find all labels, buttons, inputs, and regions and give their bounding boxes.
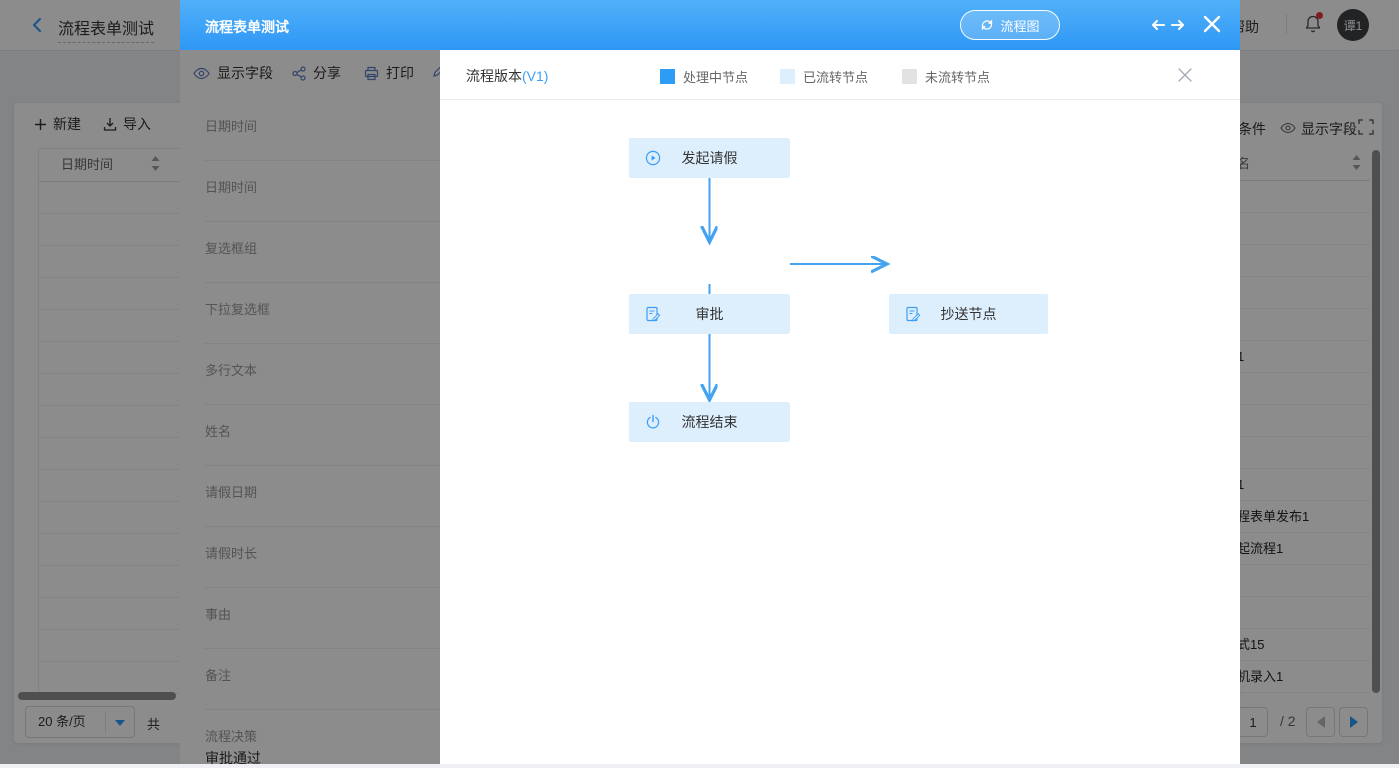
flowchart-canvas: 发起请假 审批 抄送节点 流程结束: [440, 100, 1240, 764]
flow-node-start: 发起请假: [629, 138, 790, 178]
field-label: 日期时间: [205, 180, 258, 195]
flowchart-icon: [982, 20, 993, 30]
print-icon: [364, 66, 379, 80]
flow-node-end: 流程结束: [629, 402, 790, 442]
power-icon: [645, 414, 661, 433]
total-pages-label: / 2: [1280, 713, 1296, 729]
close-icon[interactable]: [1202, 14, 1222, 39]
play-circle-icon: [645, 150, 661, 169]
show-fields-label[interactable]: 显示字段: [1301, 121, 1357, 137]
flowchart-button[interactable]: 流程图: [960, 10, 1060, 40]
close-icon[interactable]: [1176, 66, 1194, 89]
table-row[interactable]: [1237, 213, 1370, 245]
show-fields-button[interactable]: 显示字段: [193, 63, 273, 83]
share-button[interactable]: 分享: [292, 63, 341, 83]
new-button[interactable]: 新建: [34, 114, 81, 134]
document-edit-icon: [905, 306, 921, 325]
avatar[interactable]: 谭1: [1337, 9, 1369, 41]
back-icon[interactable]: [28, 16, 46, 39]
notification-badge: [1316, 12, 1323, 19]
prev-page-button[interactable]: [1306, 707, 1335, 737]
flowchart-panel: 流程版本(V1) 处理中节点 已流转节点 未流转节点: [440, 50, 1240, 764]
table-row[interactable]: 式15: [1237, 629, 1370, 661]
filter-conditions-label[interactable]: 条件: [1238, 121, 1266, 137]
table-row[interactable]: [1237, 181, 1370, 213]
next-page-button[interactable]: [1339, 707, 1368, 737]
legend-color-pending: [902, 69, 917, 84]
field-label: 姓名: [205, 424, 232, 439]
fullscreen-icon[interactable]: [1358, 119, 1374, 140]
legend-color-passed: [780, 69, 795, 84]
flow-node-cc: 抄送节点: [889, 294, 1048, 334]
field-label: 请假时长: [205, 546, 258, 561]
chevron-down-icon: [115, 720, 125, 726]
modal-header: 流程表单测试 流程图: [180, 0, 1240, 50]
table-row[interactable]: 1: [1237, 469, 1370, 501]
table-row[interactable]: [1237, 437, 1370, 469]
nav-divider: [1286, 14, 1287, 34]
print-button[interactable]: 打印: [364, 63, 414, 83]
page-size-select[interactable]: 20 条/页: [25, 706, 135, 738]
table-row[interactable]: [1237, 565, 1370, 597]
table-row[interactable]: [1237, 373, 1370, 405]
column-header-name: 名: [1237, 156, 1251, 171]
table-row[interactable]: [1237, 245, 1370, 277]
field-value: 审批通过: [205, 750, 261, 766]
flow-node-approve: 审批: [629, 294, 790, 334]
table-row[interactable]: [1237, 277, 1370, 309]
total-count-label: 共: [147, 717, 161, 732]
field-label: 复选框组: [205, 241, 258, 256]
document-edit-icon: [645, 306, 661, 325]
import-button[interactable]: 导入: [103, 114, 151, 134]
table-row[interactable]: 起流程1: [1237, 533, 1370, 565]
field-label: 多行文本: [205, 363, 258, 378]
eye-icon: [1280, 121, 1296, 139]
legend-item-processing: 处理中节点: [660, 67, 748, 86]
sort-icon[interactable]: [151, 156, 160, 171]
eye-icon: [193, 67, 210, 79]
page-title: 流程表单测试: [58, 15, 155, 43]
current-page-box[interactable]: 1: [1238, 707, 1268, 737]
prev-icon: [1316, 716, 1325, 728]
table-row[interactable]: [1237, 405, 1370, 437]
field-label: 请假日期: [205, 485, 258, 500]
field-label: 日期时间: [205, 119, 258, 134]
table-row[interactable]: [1237, 597, 1370, 629]
legend-item-pending: 未流转节点: [902, 67, 990, 86]
table-row[interactable]: 机录入1: [1237, 661, 1370, 693]
next-icon: [1349, 716, 1358, 728]
field-label: 事由: [205, 607, 232, 622]
flow-version-value[interactable]: (V1): [522, 68, 549, 84]
table-header-row: 名: [1237, 148, 1370, 181]
share-icon: [292, 65, 306, 81]
legend-item-passed: 已流转节点: [780, 67, 868, 86]
field-label: 下拉复选框: [205, 302, 271, 317]
field-label: 流程决策: [205, 729, 258, 744]
expand-icon[interactable]: [1150, 18, 1186, 37]
column-header-datetime: 日期时间: [61, 157, 114, 172]
horizontal-scrollbar[interactable]: [18, 692, 176, 700]
sort-icon[interactable]: [1352, 155, 1361, 170]
legend-color-processing: [660, 69, 675, 84]
right-table: 名 1 1 程表单发布1 起流程1 式15 机录入1: [1237, 148, 1370, 693]
flow-arrows: [440, 178, 1240, 764]
flowchart-header: 流程版本(V1) 处理中节点 已流转节点 未流转节点: [440, 50, 1240, 100]
vertical-scrollbar[interactable]: [1372, 150, 1380, 693]
flow-version-label: 流程版本(V1): [466, 68, 549, 84]
modal-title: 流程表单测试: [205, 19, 289, 35]
table-row[interactable]: 程表单发布1: [1237, 501, 1370, 533]
field-label: 备注: [205, 668, 232, 683]
table-row[interactable]: 1: [1237, 341, 1370, 373]
table-row[interactable]: [1237, 309, 1370, 341]
